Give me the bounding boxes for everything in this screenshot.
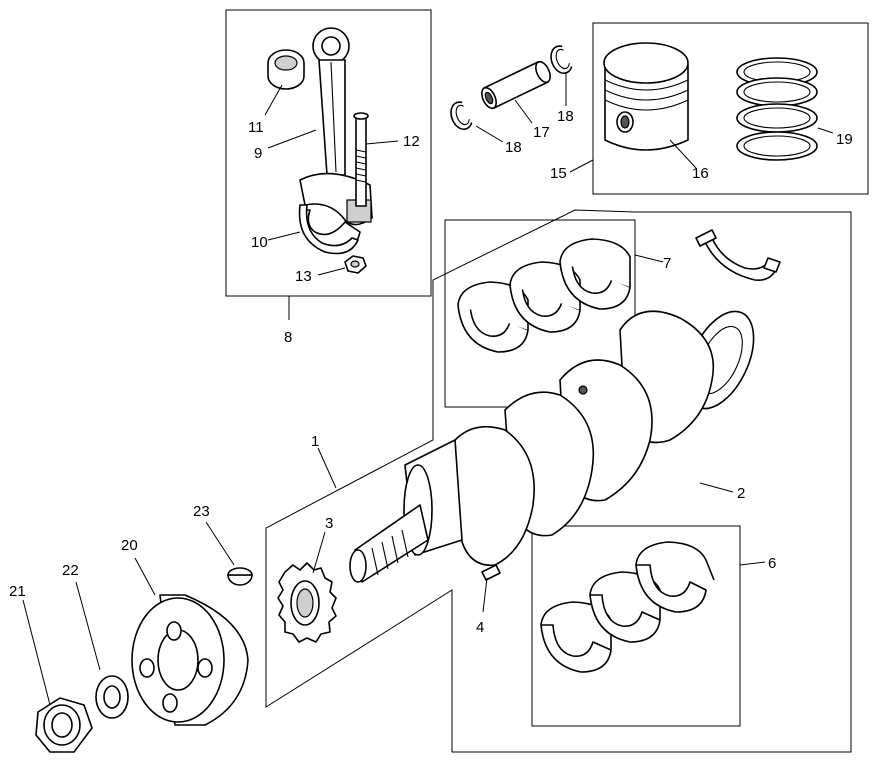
callout-11: 11 (248, 119, 264, 136)
callout-20: 20 (121, 537, 138, 554)
callout-19: 19 (836, 131, 853, 148)
callout-16: 16 (692, 165, 709, 182)
piston-rings-part (736, 57, 818, 161)
callout-17: 17 (533, 124, 550, 141)
main-bearings-upper-part (457, 229, 781, 353)
callout-10: 10 (251, 234, 268, 251)
piston-part (603, 42, 689, 151)
callout-2: 2 (737, 485, 745, 502)
connecting-rod-part (299, 27, 373, 254)
callout-9: 9 (254, 145, 262, 162)
woodruff-key-part (481, 564, 501, 581)
callout-21: 21 (9, 583, 26, 600)
connecting-rod-group-frame (225, 9, 432, 297)
wrist-pin-part (481, 60, 551, 110)
callout-labels: 1 2 3 4 6 7 8 9 10 11 12 13 15 16 17 18 … (9, 108, 853, 636)
callout-23: 23 (193, 503, 210, 520)
small-end-bushing-part (267, 49, 305, 90)
connecting-rod-assembly (267, 27, 373, 274)
group-frames (225, 9, 869, 753)
callout-15: 15 (550, 165, 567, 182)
main-bearings-lower-part (540, 541, 715, 673)
callout-13: 13 (295, 268, 312, 285)
callout-7: 7 (663, 255, 671, 272)
washer-part (95, 675, 129, 719)
rod-nut-part (344, 255, 367, 274)
crank-gear-part (277, 562, 337, 643)
crankshaft-group-frame (265, 209, 852, 753)
callout-4: 4 (476, 619, 484, 636)
circlip-lower-part (450, 101, 473, 131)
crankshaft-part (349, 310, 755, 583)
crank-pulley-part (131, 594, 249, 726)
circlip-upper-part (550, 45, 573, 75)
big-end-bearing-part (298, 204, 359, 255)
callout-18-lower: 18 (505, 139, 522, 156)
callout-3: 3 (325, 515, 333, 532)
piston-assembly (450, 42, 818, 161)
callout-22: 22 (62, 562, 79, 579)
leader-lines (22, 72, 834, 706)
callout-1: 1 (311, 433, 319, 450)
callout-12: 12 (403, 133, 420, 150)
callout-6: 6 (768, 555, 776, 572)
rod-bolt-part (353, 112, 369, 207)
nut-part (35, 697, 93, 753)
half-moon-key-part (227, 567, 253, 586)
main-bearing-lower-frame (531, 525, 741, 727)
callout-8: 8 (284, 329, 292, 346)
piston-group-frame (592, 22, 869, 195)
callout-18-upper: 18 (557, 108, 574, 125)
